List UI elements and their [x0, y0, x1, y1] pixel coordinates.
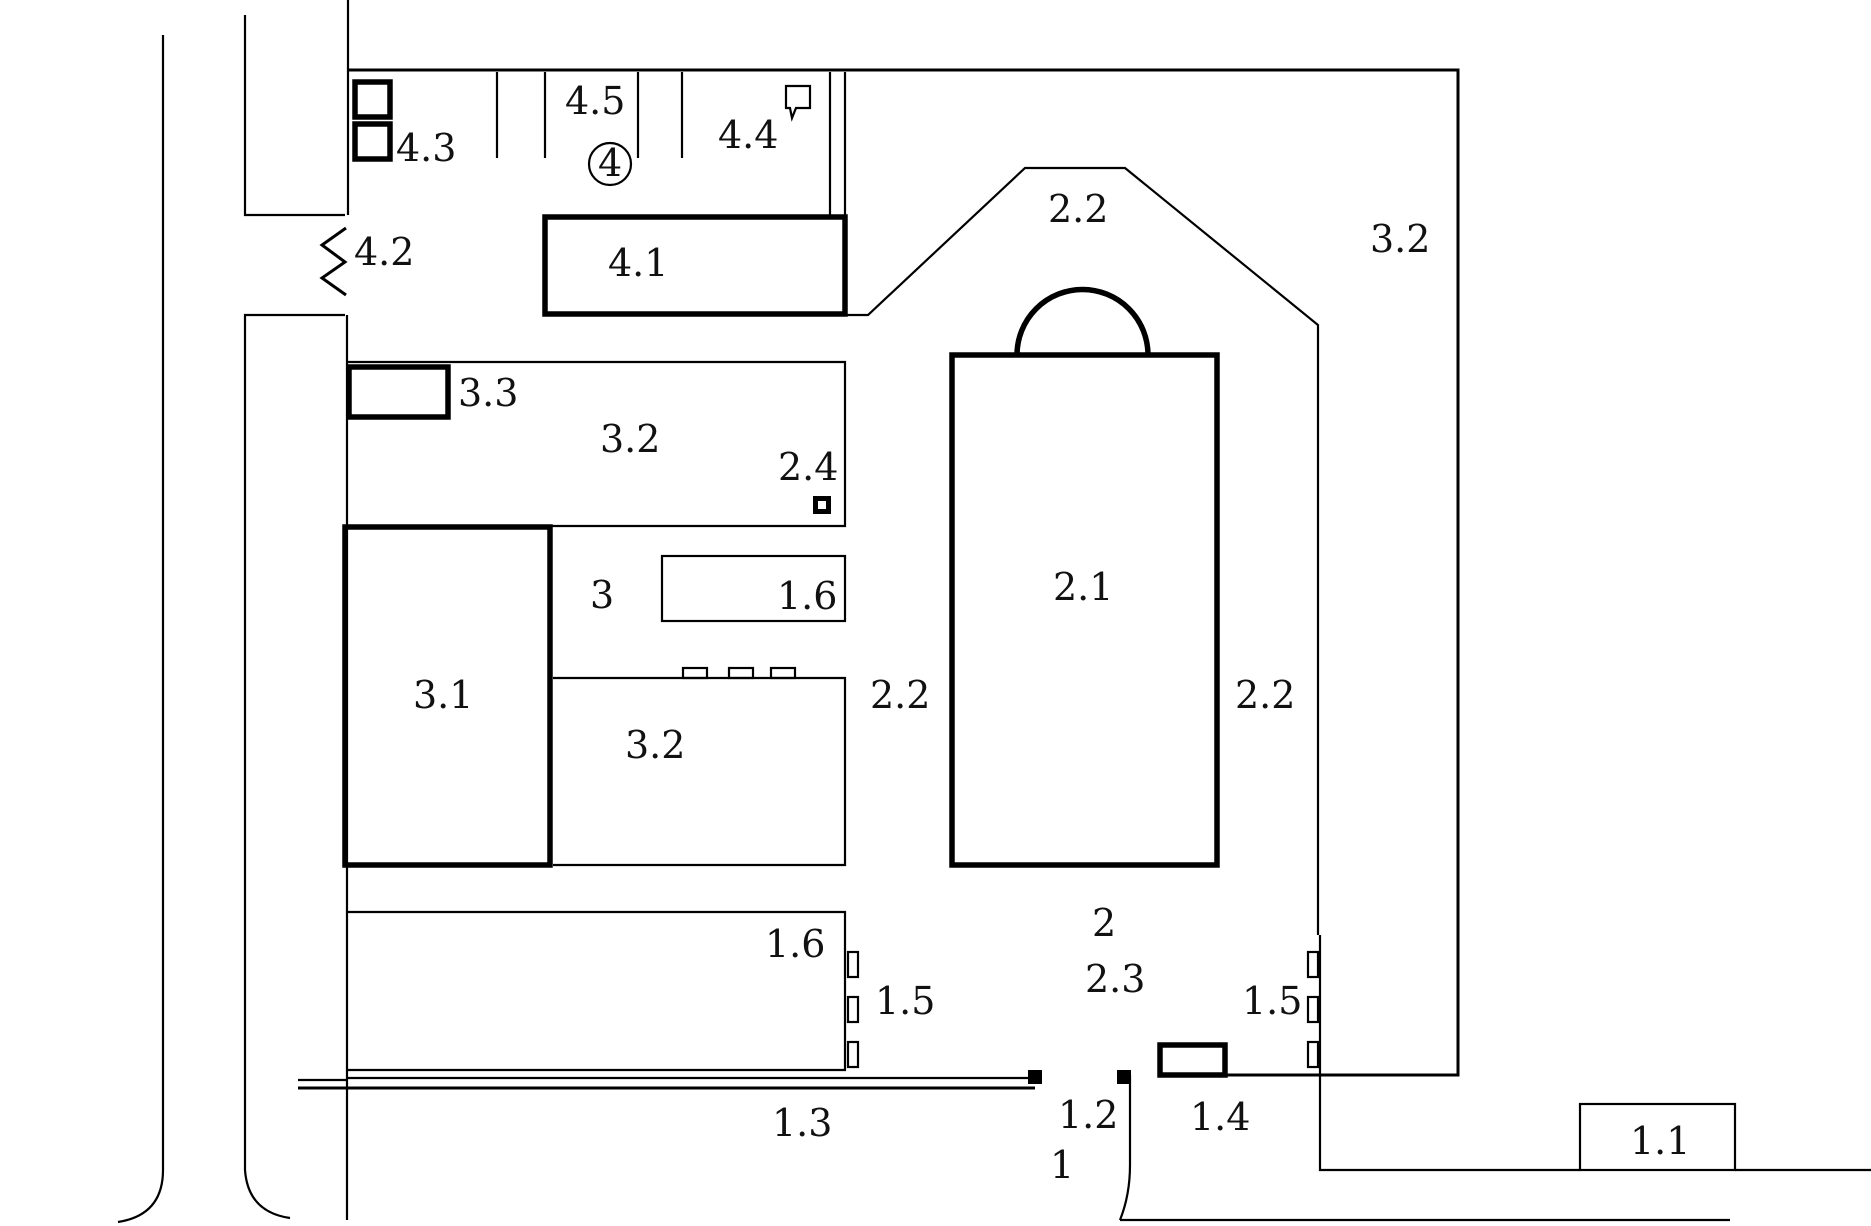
label-1-6-lower: 1.6	[765, 922, 825, 966]
label-4-3: 4.3	[396, 126, 456, 170]
building-2-1	[949, 286, 1220, 868]
label-1-1: 1.1	[1630, 1119, 1690, 1163]
label-1-3: 1.3	[772, 1101, 832, 1145]
box-1-6-upper	[660, 554, 847, 623]
left-road-lines	[117, 0, 350, 1224]
label-4-5: 4.5	[565, 79, 625, 123]
label-3-2-upper: 3.2	[600, 417, 660, 461]
label-1-4: 1.4	[1190, 1095, 1250, 1139]
block-3-2-upper	[348, 360, 847, 528]
facility-4-3-boxes	[352, 79, 393, 162]
box-1-4	[1157, 1042, 1228, 1078]
label-3-1: 3.1	[413, 673, 473, 717]
label-3-2-mid: 3.2	[625, 723, 685, 767]
facility-1-5-right	[1306, 950, 1320, 1069]
label-3: 3	[590, 573, 614, 617]
building-4-1	[542, 214, 848, 317]
label-1-5-left: 1.5	[875, 979, 935, 1023]
label-2-2-right: 2.2	[1235, 673, 1295, 717]
facility-1-5-left	[846, 950, 860, 1069]
speech-bubble-icon	[784, 84, 812, 122]
block-1-6-lower	[348, 910, 847, 1072]
zone-labels: 4.3 4.5 4.4 4 4.1 4.2 2.2 3.2 3.3 3.2 2.…	[354, 79, 1690, 1187]
circle-symbol	[587, 141, 633, 187]
label-4-2: 4.2	[354, 230, 414, 274]
gate-4-2-symbol	[319, 226, 348, 297]
label-3-3: 3.3	[458, 371, 518, 415]
marker-2-4-icon-inner	[818, 501, 826, 509]
building-3-1	[342, 524, 553, 868]
label-2-2-mid: 2.2	[870, 673, 930, 717]
label-circle-4: 4	[598, 141, 622, 185]
road-2-2-outline	[845, 166, 1320, 935]
label-4-4: 4.4	[718, 113, 778, 157]
label-1-2: 1.2	[1058, 1093, 1118, 1137]
label-1-6-upper: 1.6	[777, 574, 837, 618]
label-2-2-top: 2.2	[1048, 187, 1108, 231]
fence-1-3	[298, 1070, 1042, 1090]
label-2: 2	[1092, 901, 1116, 945]
block-3-2-mid	[553, 666, 847, 867]
label-2-3: 2.3	[1085, 957, 1145, 1001]
area-4-partitions	[495, 72, 847, 215]
label-2-4: 2.4	[778, 445, 838, 489]
box-3-3	[346, 364, 451, 420]
box-1-1	[1578, 1102, 1737, 1172]
label-2-1: 2.1	[1053, 565, 1113, 609]
site-boundary	[348, 68, 1871, 1222]
label-4-1: 4.1	[608, 241, 668, 285]
label-1: 1	[1050, 1143, 1074, 1187]
label-1-5-right: 1.5	[1242, 979, 1302, 1023]
label-3-2-right: 3.2	[1370, 217, 1430, 261]
